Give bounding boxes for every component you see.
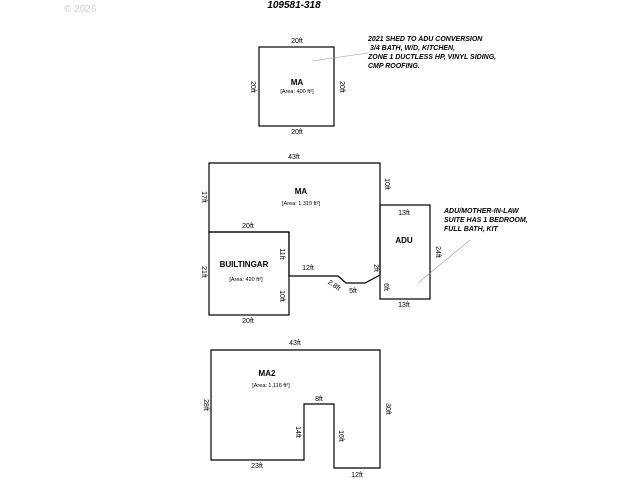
shed-outline	[258, 46, 335, 127]
main-house-label: MA	[295, 187, 308, 196]
ma2-area: [Area: 1,116 ft²]	[252, 383, 290, 389]
ma2-dim-bottom-right: 12ft	[351, 472, 363, 479]
shed-structure: MA [Area: 400 ft²] 20ft 20ft 20ft 20ft	[249, 38, 345, 136]
adu-dim-bottom: 13ft	[398, 302, 410, 309]
main-dim-left: 17ft	[200, 191, 207, 203]
adu-dim-right: 24ft	[434, 246, 441, 258]
shed-dim-right: 20ft	[338, 81, 345, 93]
main-house-area: [Area: 1,310 ft²]	[282, 201, 320, 207]
shed-area: [Area: 400 ft²]	[280, 89, 314, 95]
garage-area: [Area: 420 ft²]	[229, 277, 263, 283]
shed-note-line-4: CMP ROOFING.	[368, 63, 420, 70]
adu-label: ADU	[395, 236, 413, 245]
garage-dim-right-lower: 10ft	[278, 290, 285, 302]
main-dim-step: 12ft	[302, 265, 314, 272]
garage-outline	[208, 231, 290, 316]
main-dim-two: 2ft	[372, 264, 379, 272]
adu-note-line-2: SUITE HAS 1 BEDROOM,	[444, 217, 528, 224]
garage-dim-left: 21ft	[200, 266, 207, 278]
adu-note-leader	[417, 239, 471, 284]
document-id: 109581-318	[267, 0, 321, 11]
main-dim-diag: 2.8ft	[326, 279, 341, 293]
watermark-text: © 2026	[64, 4, 97, 15]
ma2-dim-top: 43ft	[289, 340, 301, 347]
garage-dim-top: 20ft	[242, 223, 254, 230]
main-house-structure: MA [Area: 1,310 ft²] 43ft 17ft 10ft 12ft…	[200, 154, 390, 295]
adu-dim-top: 13ft	[398, 210, 410, 217]
ma2-dim-left: 28ft	[202, 399, 209, 411]
adu-outline	[379, 204, 431, 300]
ma2-outline	[210, 349, 381, 469]
shed-note: 2021 SHED TO ADU CONVERSION 3/4 BATH, W/…	[311, 36, 496, 70]
adu-structure: ADU 13ft 13ft 24ft 6ft	[379, 204, 441, 309]
garage-dim-bottom: 20ft	[242, 318, 254, 325]
ma2-dim-notch-left: 14ft	[294, 426, 301, 438]
main-dim-right: 10ft	[383, 178, 390, 190]
main-dim-top: 43ft	[288, 154, 300, 161]
shed-dim-bottom: 20ft	[291, 129, 303, 136]
shed-note-line-3: ZONE 1 DUCTLESS HP, VINYL SIDING,	[367, 54, 496, 61]
ma2-label: MA2	[259, 369, 276, 378]
adu-note: ADU/MOTHER-IN-LAW SUITE HAS 1 BEDROOM, F…	[417, 208, 528, 284]
adu-dim-left-lower: 6ft	[382, 283, 389, 291]
ma2-dim-notch-right: 16ft	[337, 430, 344, 442]
garage-label: BUILTINGAR	[220, 260, 269, 269]
ma2-dim-bottom-left: 23ft	[251, 463, 263, 470]
garage-structure: BUILTINGAR [Area: 420 ft²] 20ft 20ft 21f…	[200, 223, 290, 325]
adu-note-line-3: FULL BATH, KIT	[444, 226, 499, 233]
shed-note-line-2: 3/4 BATH, W/D, KITCHEN,	[370, 45, 455, 52]
shed-label: MA	[291, 78, 304, 87]
shed-dim-left: 20ft	[249, 81, 256, 93]
adu-note-line-1: ADU/MOTHER-IN-LAW	[443, 208, 520, 215]
ma2-structure: MA2 [Area: 1,116 ft²] 43ft 28ft 30ft 23f…	[202, 340, 391, 479]
ma2-dim-notch-top: 8ft	[315, 396, 323, 403]
garage-dim-right-upper: 11ft	[278, 248, 285, 259]
shed-dim-top: 20ft	[291, 38, 303, 45]
shed-note-leader	[311, 52, 369, 62]
main-dim-five: 5ft	[349, 288, 357, 295]
shed-note-line-1: 2021 SHED TO ADU CONVERSION	[367, 36, 483, 43]
ma2-dim-right: 30ft	[384, 403, 391, 415]
